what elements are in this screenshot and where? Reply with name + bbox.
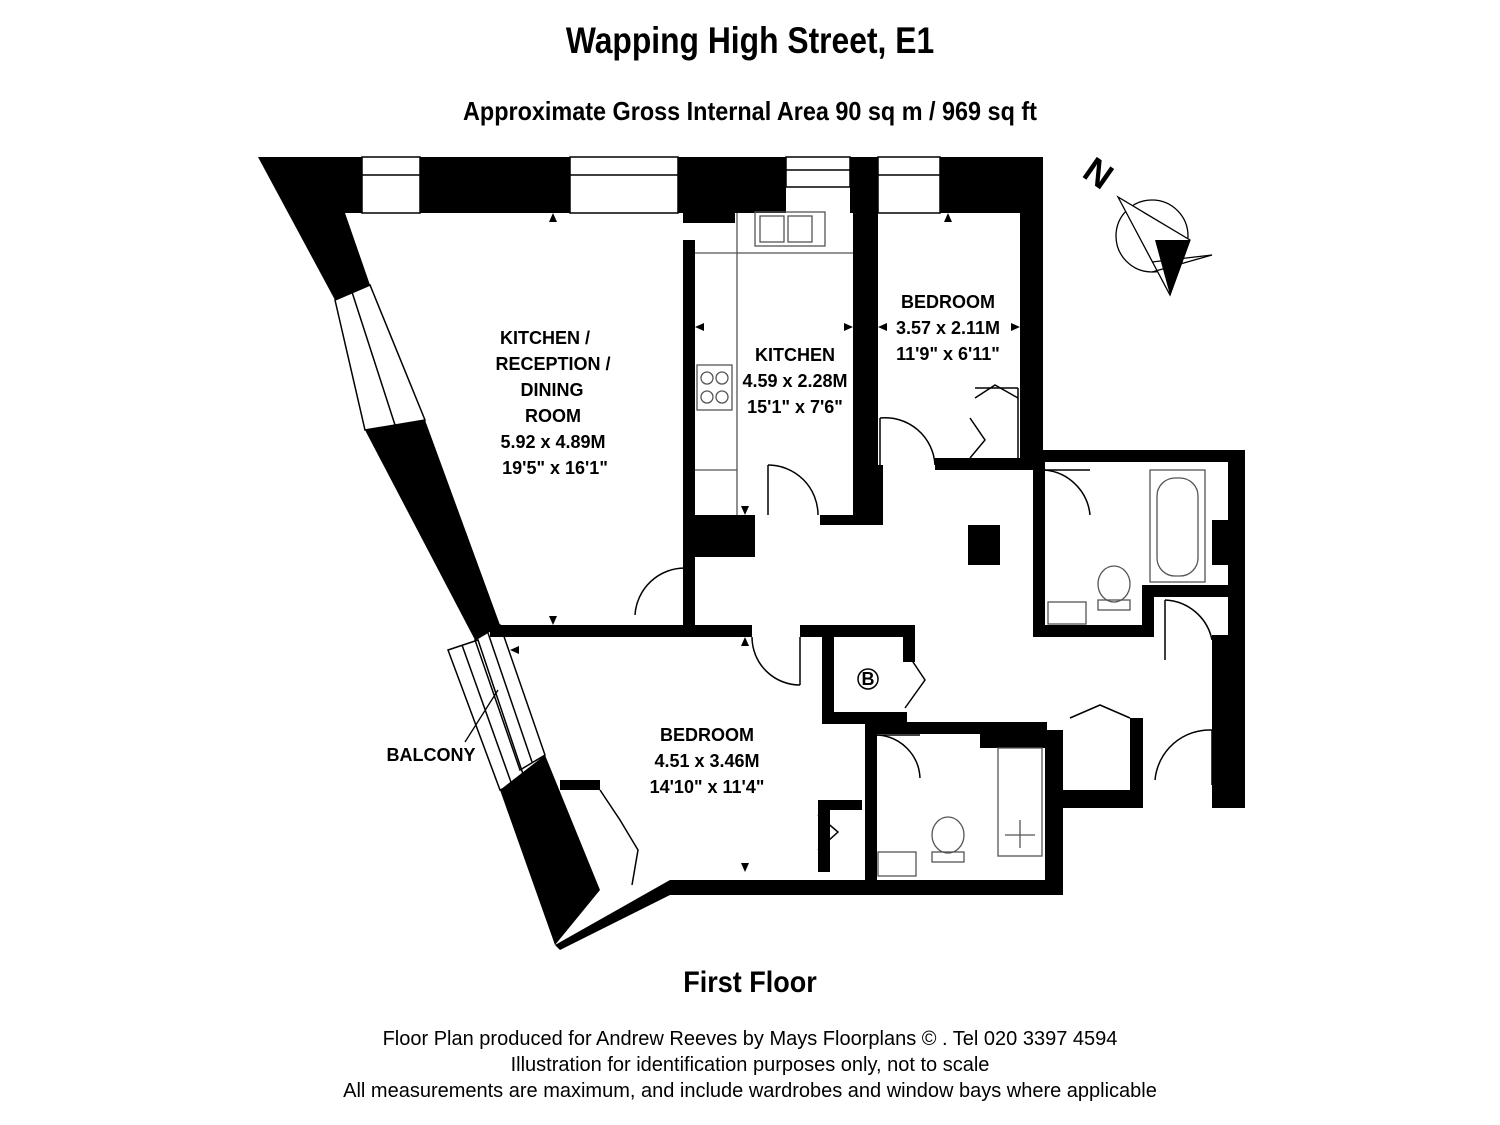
hob-icon	[696, 364, 733, 411]
room-name: RECEPTION /	[495, 354, 610, 374]
room-metric: 3.57 x 2.11M	[896, 318, 1000, 338]
dimension-markers	[510, 195, 1020, 872]
room-kitchen-reception: KITCHEN / RECEPTION / DINING ROOM 5.92 x…	[495, 328, 610, 478]
floor-label: First Floor	[683, 966, 817, 999]
room-bedroom-2: BEDROOM 4.51 x 3.46M 14'10" x 11'4"	[650, 725, 765, 797]
room-name: KITCHEN /	[500, 328, 590, 348]
room-bedroom-1: BEDROOM 3.57 x 2.11M 11'9" x 6'11"	[896, 292, 1000, 364]
basin-2-icon	[877, 851, 917, 877]
basin-icon	[1047, 601, 1087, 625]
toilet-icon	[1097, 565, 1131, 603]
room-metric: 5.92 x 4.89M	[500, 432, 605, 452]
room-name: KITCHEN	[755, 345, 835, 365]
footer-credit: Floor Plan produced for Andrew Reeves by…	[382, 1028, 1118, 1050]
toilet-2-icon	[931, 816, 965, 854]
windows	[334, 156, 941, 791]
room-metric: 4.59 x 2.28M	[742, 371, 847, 391]
kitchen-sink-icon	[754, 211, 826, 247]
footer-measurements-note: All measurements are maximum, and includ…	[343, 1080, 1157, 1102]
compass: N	[1076, 149, 1213, 297]
room-name: ROOM	[525, 406, 581, 426]
balcony-pointer	[464, 689, 499, 743]
outer-walls	[258, 157, 1245, 950]
room-imperial: 15'1" x 7'6"	[747, 397, 843, 417]
room-imperial: 19'5" x 16'1"	[502, 458, 608, 478]
boiler-label: B	[862, 669, 875, 689]
room-kitchen: KITCHEN 4.59 x 2.28M 15'1" x 7'6"	[742, 345, 847, 417]
balcony-label: BALCONY	[387, 745, 476, 765]
room-imperial: 14'10" x 11'4"	[650, 777, 765, 797]
footer-disclaimer: Illustration for identification purposes…	[510, 1054, 990, 1076]
gross-area: Approximate Gross Internal Area 90 sq m …	[463, 96, 1037, 126]
boiler-symbol	[857, 668, 879, 690]
internal-walls	[490, 180, 1228, 880]
fixtures	[695, 211, 1206, 877]
room-name: BEDROOM	[901, 292, 995, 312]
room-name: DINING	[521, 380, 584, 400]
room-name: BEDROOM	[660, 725, 754, 745]
room-imperial: 11'9" x 6'11"	[896, 344, 1000, 364]
shower-icon	[997, 747, 1043, 857]
plan-title: Wapping High Street, E1	[565, 20, 935, 61]
room-metric: 4.51 x 3.46M	[654, 751, 759, 771]
compass-north-label: N	[1076, 149, 1121, 197]
bathtub-icon	[1149, 469, 1206, 583]
doors	[599, 384, 1213, 886]
